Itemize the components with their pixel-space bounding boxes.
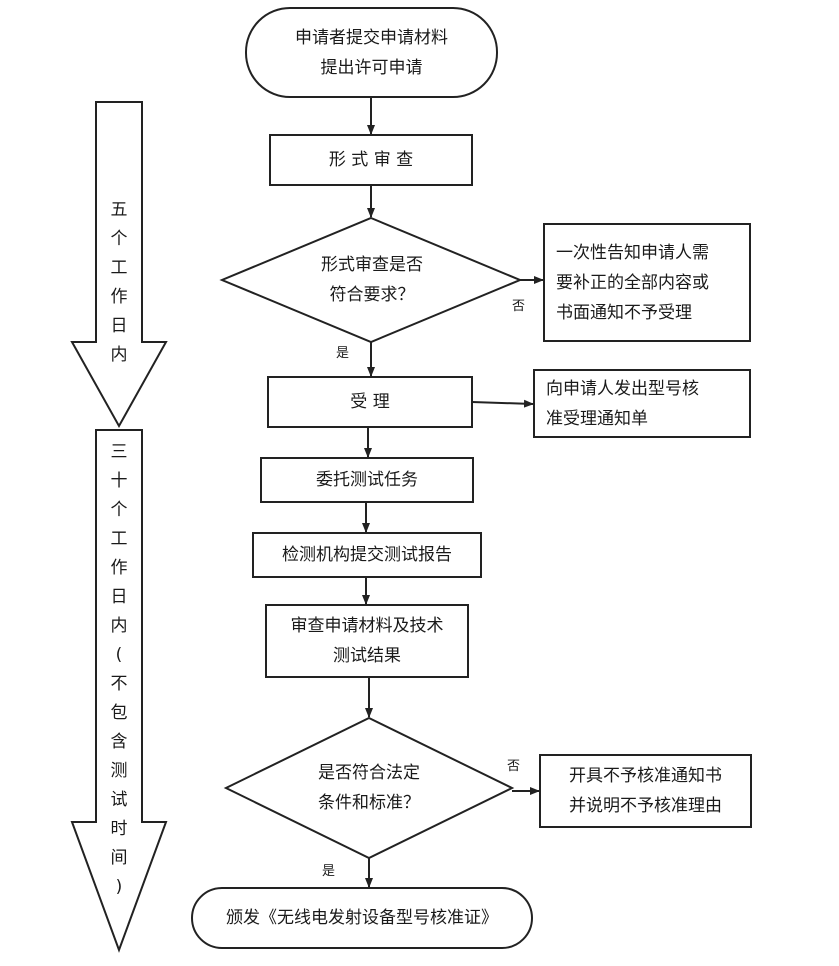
notify-supplement-label: 一次性告知申请人需 要补正的全部内容或 书面通知不予受理 <box>556 242 709 323</box>
decision2-label: 是否符合法定 条件和标准？ <box>318 763 420 813</box>
end-label: 颁发《无线电发射设备型号核准证》 <box>226 908 498 928</box>
phase2-char: 工 <box>110 529 128 549</box>
phase2-char: 十 <box>110 471 128 491</box>
test-report-label: 检测机构提交测试报告 <box>282 545 452 565</box>
phase2-char: 间 <box>110 848 128 868</box>
phase1-char: 作 <box>110 287 128 307</box>
phase2-char: 个 <box>110 500 128 520</box>
d1-no-label: 否 <box>512 299 526 314</box>
phase1-char: 内 <box>110 345 128 365</box>
phase2-char: 三 <box>110 442 128 462</box>
phase2-char: 日 <box>110 587 128 607</box>
d1-yes-label: 是 <box>336 346 350 361</box>
review-results-label: 审查申请材料及技术 测试结果 <box>290 616 444 666</box>
accept-node <box>267 376 473 428</box>
phase2-char: 测 <box>110 761 128 781</box>
reject-notice-label: 开具不予核准通知书 并说明不予核准理由 <box>569 766 722 816</box>
delegate-test-label: 委托测试任务 <box>316 470 418 490</box>
phase2-text: 三十个工作日内 ( 不包含测试时间) <box>106 438 132 902</box>
phase1-text: 五个工作日内 <box>106 196 132 370</box>
phase1-char: 工 <box>110 258 128 278</box>
phase2-char: 作 <box>110 558 128 578</box>
d2-yes-label: 是 <box>322 864 336 879</box>
phase2-char: 试 <box>110 790 128 810</box>
formal-review-node <box>269 134 473 186</box>
review-results-node <box>265 604 469 678</box>
reject-notice-node <box>539 754 752 828</box>
phase2-char: 含 <box>110 732 128 752</box>
phase1-char: 个 <box>110 229 128 249</box>
accept-notice-label: 向申请人发出型号核 准受理通知单 <box>546 378 699 429</box>
phase2-char: ( <box>115 645 123 665</box>
phase2-char: 时 <box>110 819 128 839</box>
phase2-char: 包 <box>110 703 128 723</box>
phase1-arrow <box>70 101 168 429</box>
accept-notice-node <box>533 369 751 438</box>
phase1-char: 五 <box>110 200 128 220</box>
phase2-char: ) <box>115 877 123 897</box>
decision1-label: 形式审查是否 符合要求？ <box>321 255 423 305</box>
phase2-arrow <box>70 429 168 953</box>
formal-review-label: 形 式 审 查 <box>328 150 414 170</box>
start-label: 申请者提交申请材料 提出许可申请 <box>295 27 448 78</box>
phase2-char: 内 <box>110 616 128 636</box>
d2-no-label: 否 <box>507 759 521 774</box>
accept-label: 受 理 <box>350 392 390 412</box>
notify-supplement-node <box>543 223 751 342</box>
phase2-char: 不 <box>110 674 128 694</box>
end-node <box>191 887 533 949</box>
edge-accept-to-notice <box>471 399 534 408</box>
phase1-char: 日 <box>110 316 128 336</box>
